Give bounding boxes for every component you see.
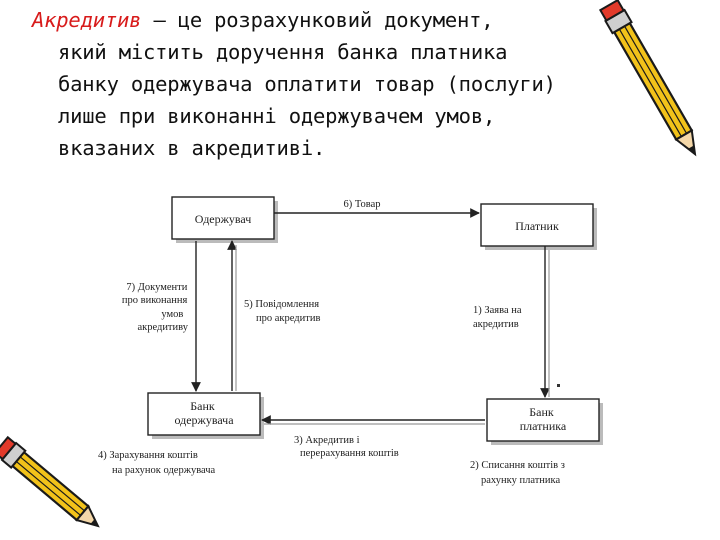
node-payer-bank-label: Банк платника xyxy=(520,405,567,433)
node-recipient: Одержувач xyxy=(171,196,278,243)
edge-documents-line-3: умов xyxy=(161,309,183,320)
label-debiting-line-2: рахунку платника xyxy=(481,475,560,486)
edge-application-label: 1) Заява на акредитив xyxy=(473,305,524,330)
edge-application: 1) Заява на акредитив xyxy=(473,246,550,398)
label-debiting-line-1: 2) Списання коштів з xyxy=(470,460,565,471)
definition-term: Акредитив xyxy=(32,8,142,32)
edge-goods-label: 6) Товар xyxy=(344,199,381,210)
node-payer-line: Платник xyxy=(515,219,559,233)
node-payer-bank-line-2: платника xyxy=(520,419,567,433)
node-recipient-bank-line-2: одержувача xyxy=(174,413,234,427)
pencil-icon xyxy=(0,435,100,528)
edge-documents-line-1: 7) Документи xyxy=(126,282,187,293)
edge-notification-label: 5) Повідомлення про акредитив xyxy=(244,299,322,324)
node-recipient-label: Одержувач xyxy=(195,212,252,226)
node-recipient-bank-label: Банк одержувача xyxy=(174,399,234,427)
pencil-icon xyxy=(598,0,697,157)
edge-documents-label: 7) Документи про виконання умов акредити… xyxy=(122,282,190,333)
edge-documents: 7) Документи про виконання умов акредити… xyxy=(122,241,201,392)
edge-transfer: 3) Акредитив і перерахування коштів xyxy=(261,415,485,459)
node-payer-bank-line-1: Банк xyxy=(529,405,554,419)
definition-line-4: лише при виконанні одержувачем умов, xyxy=(58,104,496,128)
edge-transfer-line-1: 3) Акредитив і xyxy=(294,435,360,446)
node-recipient-line: Одержувач xyxy=(195,212,252,226)
edge-notification-line-1: 5) Повідомлення xyxy=(244,299,319,310)
node-recipient-bank: Банк одержувача xyxy=(147,392,264,439)
definition-text: Акредитив — це розрахунковий документ, я… xyxy=(32,4,672,164)
label-crediting-line-2: на рахунок одержувача xyxy=(112,465,216,476)
definition-line-1-text: — це розрахунковий документ, xyxy=(153,8,494,32)
edge-documents-line-2: про виконання xyxy=(122,295,188,306)
edge-notification-line-2: про акредитив xyxy=(256,313,320,324)
node-payer-bank: Банк платника xyxy=(486,398,603,445)
label-debiting: 2) Списання коштів з рахунку платника xyxy=(470,460,568,486)
definition-line-5: вказаних в акредитиві. xyxy=(58,136,326,160)
edge-goods: 6) Товар xyxy=(274,199,480,218)
edge-application-line-1: 1) Заява на xyxy=(473,305,522,316)
edge-transfer-label: 3) Акредитив і перерахування коштів xyxy=(294,435,399,459)
node-recipient-bank-line-1: Банк xyxy=(190,399,215,413)
node-payer-label: Платник xyxy=(515,219,559,233)
edge-transfer-line-2: перерахування коштів xyxy=(300,448,399,459)
definition-line-2: який містить доручення банка платника xyxy=(58,40,508,64)
edge-goods-line: 6) Товар xyxy=(344,199,381,210)
label-crediting-line-1: 4) Зарахування коштів xyxy=(98,450,198,461)
label-crediting: 4) Зарахування коштів на рахунок одержув… xyxy=(98,450,216,476)
node-payer: Платник xyxy=(480,203,597,250)
edge-notification: 5) Повідомлення про акредитив xyxy=(227,240,322,391)
edge-application-line-2: акредитив xyxy=(473,319,519,330)
definition-line-1: Акредитив — це розрахунковий документ, xyxy=(32,4,672,36)
edge-documents-line-4: акредитиву xyxy=(137,322,188,333)
definition-line-3: банку одержувача оплатити товар (послуги… xyxy=(58,72,556,96)
